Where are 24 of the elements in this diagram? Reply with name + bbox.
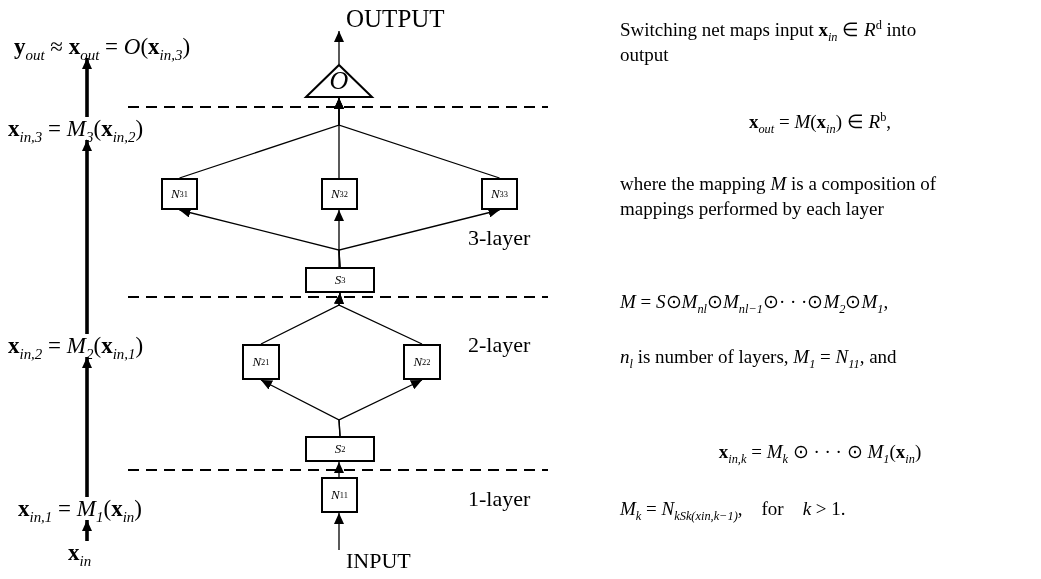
arrow xyxy=(334,30,344,65)
arrow xyxy=(334,512,344,551)
layer-label: 1-layer xyxy=(468,488,531,510)
layer-label: 3-layer xyxy=(468,227,531,249)
arrow xyxy=(82,520,92,541)
output-text: OUTPUT xyxy=(346,6,445,31)
arrow xyxy=(334,209,344,268)
equation-text: x$_{out}$ = M(x$_{in}$) ∈ R$^{b}$, xyxy=(747,110,893,135)
layer-label: 2-layer xyxy=(468,334,531,356)
arrow xyxy=(82,357,92,497)
input-text: INPUT xyxy=(346,550,411,572)
equation-text: x$_{in,k}$ = M$_{k}$ ⊙ · · · ⊙ M$_{1}$(x$_{in}$) xyxy=(717,440,923,465)
arrow xyxy=(334,97,501,179)
paragraph-text: n$_{l}$ is number of layers, M$_{1}$ = N$_{11}$, and xyxy=(620,345,898,370)
paragraph-text: where the mapping M is a composition of mappings performed by each layer xyxy=(620,172,938,221)
equation-text: M = S⊙M$_{nl}$⊙M$_{nl−1}$⊙· · ·⊙M$_{2}$⊙M$_{1}$, xyxy=(620,290,890,315)
arrow xyxy=(82,58,92,117)
arrow xyxy=(82,140,92,334)
arrow xyxy=(338,379,423,437)
unit-label: O xyxy=(329,68,349,94)
paragraph-text: Switching net maps input x$_{in}$ ∈ R$^{d}$ into output xyxy=(620,18,918,67)
formula-text: x$_{in}$ xyxy=(68,541,92,564)
arrow xyxy=(334,292,423,345)
arrow xyxy=(334,461,344,478)
